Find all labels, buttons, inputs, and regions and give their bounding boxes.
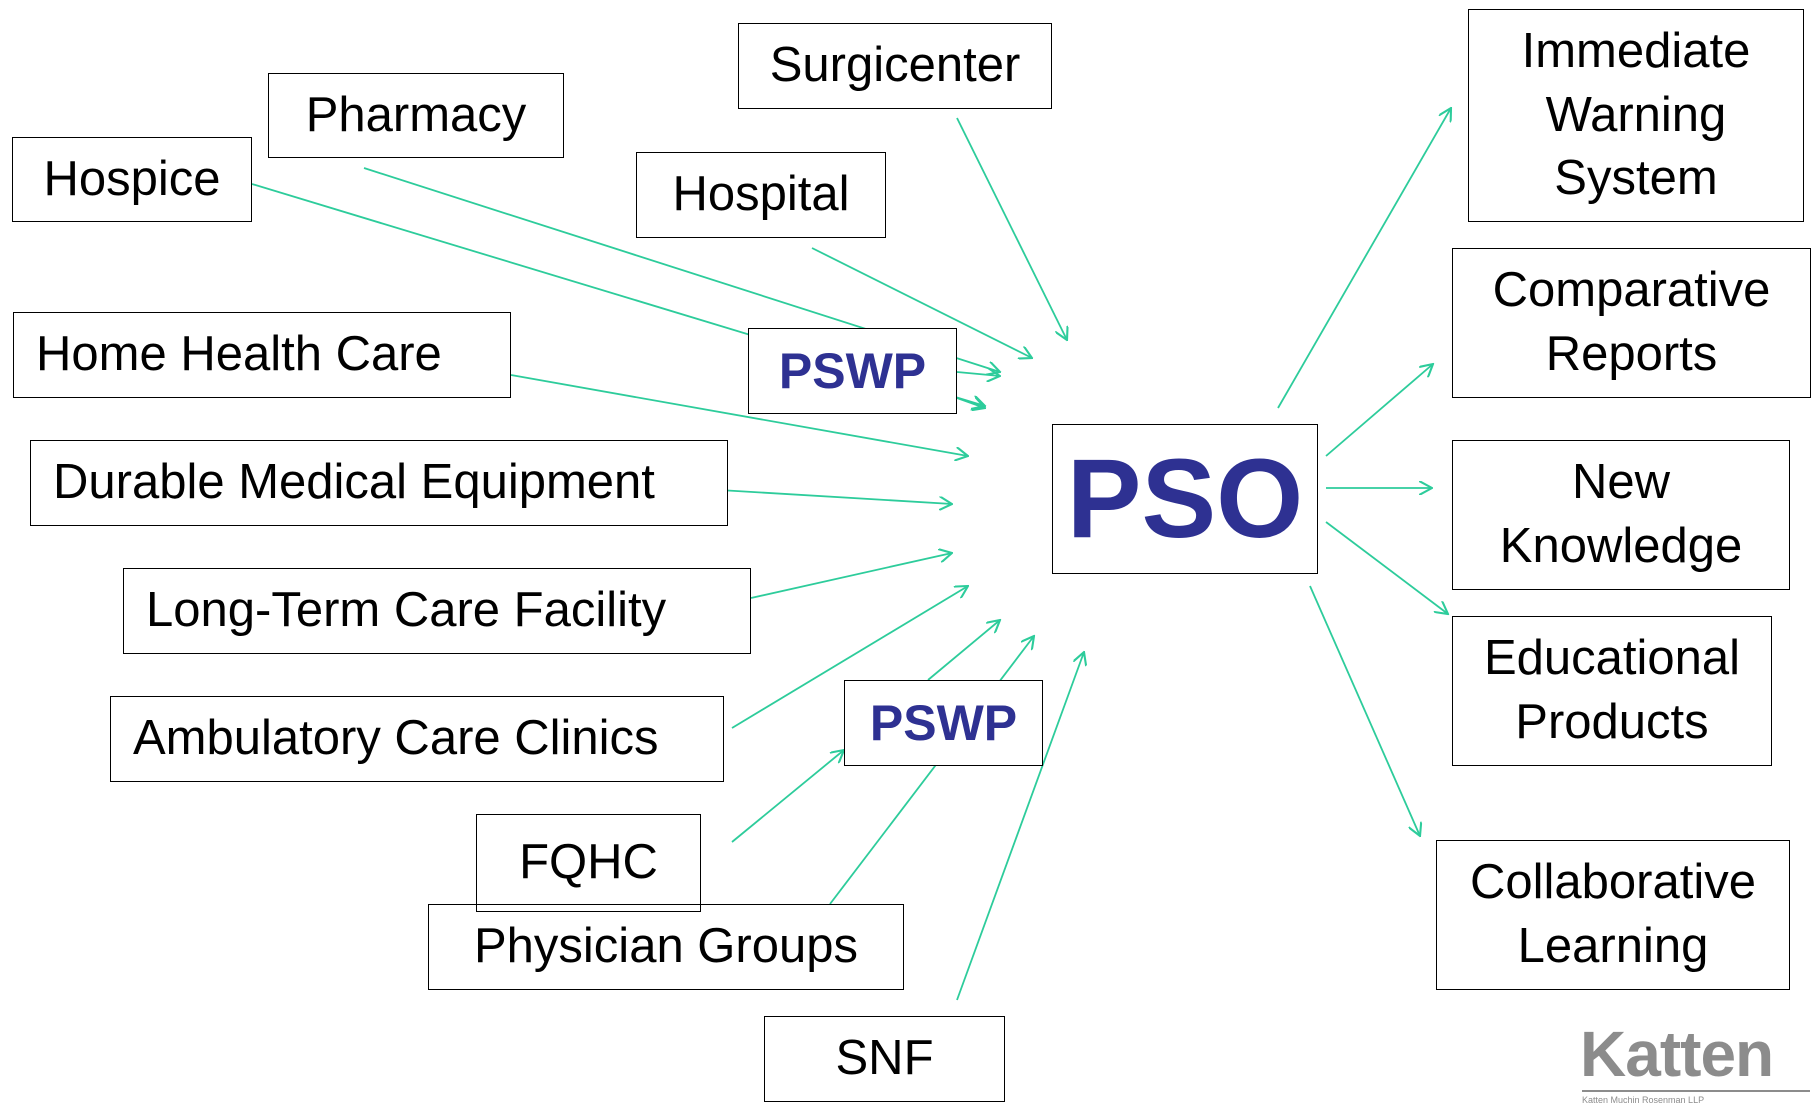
pswp-label-upper: PSWP	[778, 342, 927, 399]
source-long-term-care-facility-label: Long-Term Care Facility	[146, 583, 667, 638]
pso-label: PSO	[1066, 436, 1304, 561]
source-pharmacy-label: Pharmacy	[305, 87, 527, 142]
katten-logo: Katten	[1580, 1022, 1774, 1086]
output-new-knowledge: New Knowledge	[1452, 440, 1790, 590]
arrow-pso-to-comparative-reports	[1325, 364, 1433, 457]
output-educational-products-label: Educational Products	[1483, 631, 1741, 749]
source-ambulatory-care-clinics-label: Ambulatory Care Clinics	[133, 711, 659, 766]
pswp-box-lower: PSWP	[844, 680, 1043, 766]
arrow-long-term-care-facility-to-pso	[750, 553, 952, 599]
arrow-fqhc-to-pso	[731, 750, 844, 843]
source-hospital: Hospital	[636, 152, 886, 238]
source-hospice: Hospice	[12, 137, 252, 222]
arrow-pswp-upper-head-2	[956, 398, 985, 408]
pswp-box-upper: PSWP	[748, 328, 957, 414]
source-physician-groups-label: Physician Groups	[473, 919, 858, 974]
source-fqhc: FQHC	[476, 814, 701, 912]
source-ambulatory-care-clinics: Ambulatory Care Clinics	[110, 696, 724, 782]
output-new-knowledge-label: New Knowledge	[1499, 455, 1743, 573]
source-hospital-label: Hospital	[672, 167, 850, 222]
arrow-pswp-upper-head-1	[956, 372, 1000, 376]
output-collaborative-learning-label: Collaborative Learning	[1470, 855, 1756, 973]
arrow-ambulatory-care-clinics-to-pso	[731, 586, 968, 729]
output-immediate-warning-system: Immediate Warning System	[1468, 9, 1804, 222]
arrow-home-health-care-to-pso	[510, 374, 968, 456]
source-home-health-care: Home Health Care	[13, 312, 511, 398]
arrow-snf-to-pso	[956, 652, 1084, 1001]
source-home-health-care-label: Home Health Care	[36, 327, 442, 382]
output-comparative-reports: Comparative Reports	[1452, 248, 1811, 398]
katten-logo-rule	[1582, 1090, 1810, 1092]
source-durable-medical-equipment-label: Durable Medical Equipment	[53, 455, 655, 510]
output-collaborative-learning: Collaborative Learning	[1436, 840, 1790, 990]
source-hospice-label: Hospice	[43, 151, 221, 206]
source-snf-label: SNF	[835, 1031, 934, 1086]
output-educational-products: Educational Products	[1452, 616, 1772, 766]
source-long-term-care-facility: Long-Term Care Facility	[123, 568, 751, 654]
pswp-label-lower: PSWP	[869, 694, 1018, 751]
arrow-pso-to-collaborative-learning	[1309, 585, 1420, 836]
arrow-durable-medical-equipment-to-pso	[685, 487, 952, 504]
source-snf: SNF	[764, 1016, 1005, 1102]
arrow-hospital-to-pso	[811, 247, 1032, 358]
katten-logo-text: Katten	[1580, 1018, 1774, 1090]
source-physician-groups: Physician Groups	[428, 904, 904, 990]
source-durable-medical-equipment: Durable Medical Equipment	[30, 440, 728, 526]
arrow-pso-to-educational-products	[1325, 521, 1448, 614]
arrow-pswp-lower-to-pso	[927, 620, 1000, 681]
source-surgicenter: Surgicenter	[738, 23, 1052, 109]
katten-logo-tagline: Katten Muchin Rosenman LLP	[1582, 1095, 1705, 1105]
source-pharmacy: Pharmacy	[268, 73, 564, 158]
source-surgicenter-label: Surgicenter	[769, 38, 1021, 93]
output-immediate-warning-system-label: Immediate Warning System	[1521, 23, 1751, 206]
source-fqhc-label: FQHC	[519, 835, 658, 890]
arrow-surgicenter-to-pso	[956, 117, 1067, 340]
arrow-pso-to-immediate-warning-system	[1277, 108, 1451, 409]
output-comparative-reports-label: Comparative Reports	[1492, 263, 1771, 381]
pso-center-box: PSO	[1052, 424, 1318, 574]
